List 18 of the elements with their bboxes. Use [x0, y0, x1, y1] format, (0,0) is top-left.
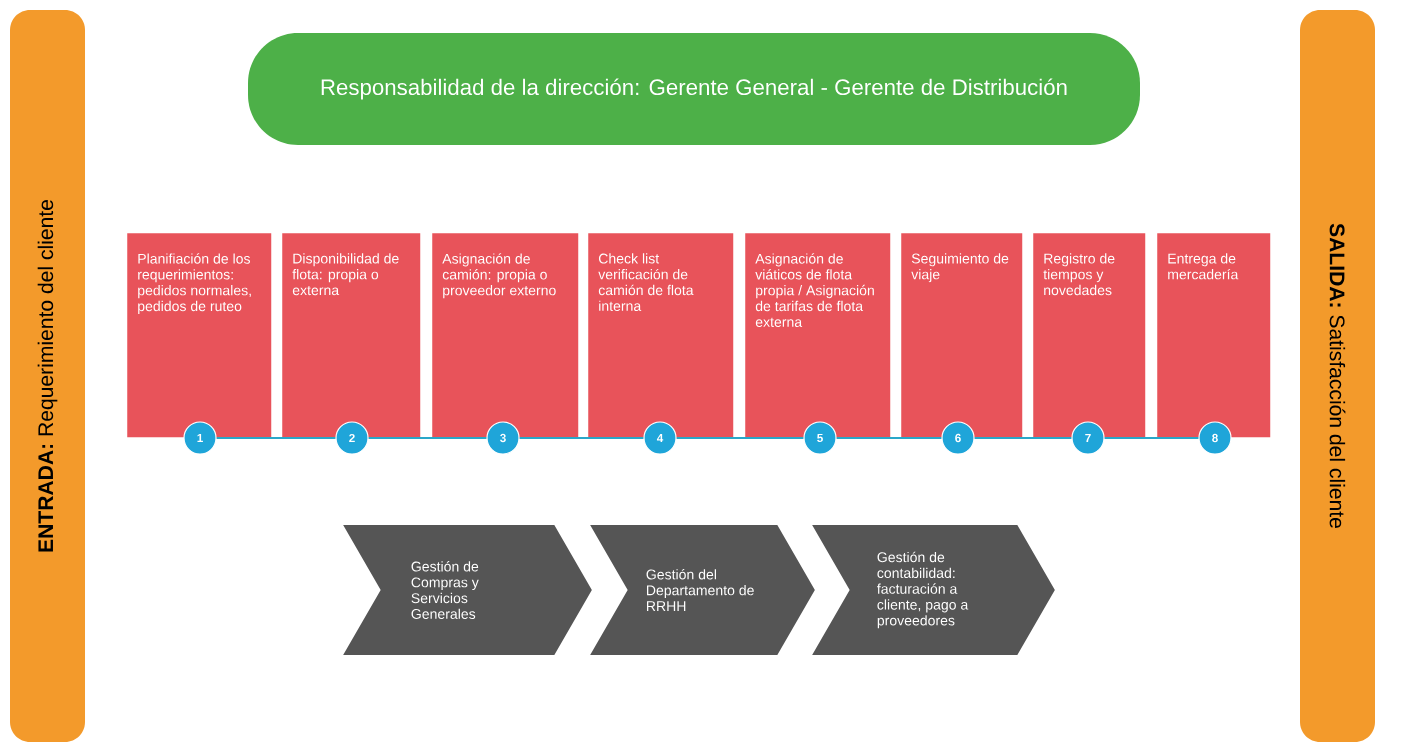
connector-line [835, 437, 943, 439]
step-number: 2 [335, 421, 369, 455]
header-band: Responsabilidad de la dirección: Gerente General - Gerente de Distribución [248, 33, 1140, 145]
connector-line [1103, 437, 1200, 439]
step-number: 6 [941, 421, 975, 455]
step-number: 1 [183, 421, 217, 455]
step-number: 5 [803, 421, 837, 455]
step-number: 8 [1198, 421, 1232, 455]
connector-line [973, 437, 1073, 439]
side-band: SALIDA: Satisfacción del cliente [1300, 10, 1375, 742]
side-band: ENTRADA: Requerimiento del cliente [10, 10, 85, 742]
step-number: 3 [486, 421, 520, 455]
step-number: 7 [1071, 421, 1105, 455]
connector-line [215, 437, 337, 439]
step-number: 4 [643, 421, 677, 455]
connector-line [518, 437, 645, 439]
connector-line [675, 437, 805, 439]
connector-line [367, 437, 488, 439]
